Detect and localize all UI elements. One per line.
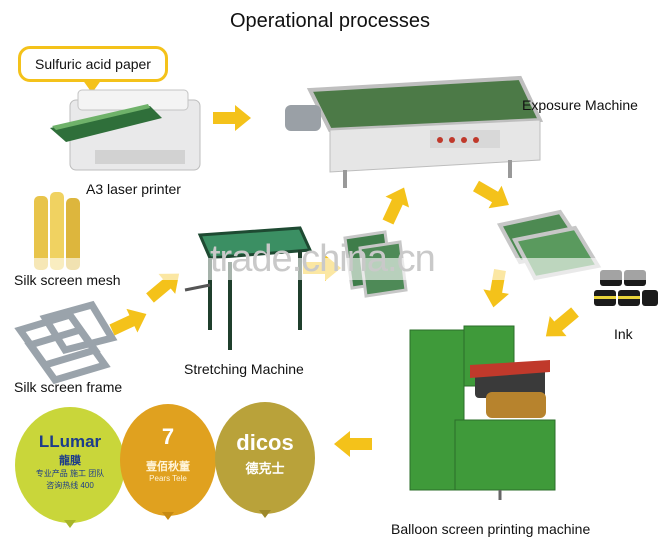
balloon-dicos-brand: dicos	[236, 430, 294, 455]
silk-screen-frame-image	[14, 300, 118, 385]
label-silk-screen-mesh: Silk screen mesh	[14, 272, 121, 288]
balloon-seven-image	[120, 404, 216, 520]
stretching-machine-image	[184, 226, 313, 350]
arrow-exposure-to-exposed-screens	[469, 174, 516, 217]
balloon-seven-brand-cn: 壹佰秋董	[146, 461, 190, 473]
exposure-machine-image	[285, 75, 544, 188]
arrow-screens-to-exposure	[376, 182, 416, 228]
watermark-text: trade.china.cn	[210, 238, 436, 280]
label-balloon-screen-printing-machine: Balloon screen printing machine	[391, 521, 591, 537]
balloon-llumar-brand: LLumar	[38, 432, 102, 451]
label-exposure-machine: Exposure Machine	[522, 97, 638, 113]
balloon-seven-brand: 7	[161, 424, 175, 449]
balloon-llumar-line2: 咨询热线 400	[46, 481, 94, 490]
arrow-machine-to-balloons	[334, 431, 372, 457]
silk-screen-mesh-image	[34, 192, 80, 270]
balloon-llumar-image	[15, 407, 125, 528]
label-a3-laser-printer: A3 laser printer	[86, 181, 181, 197]
laser-printer-image	[50, 89, 201, 171]
arrow-ink-to-machine	[537, 302, 584, 347]
label-stretching-machine: Stretching Machine	[184, 361, 304, 377]
label-silk-screen-frame: Silk screen frame	[14, 379, 123, 395]
page-title: Operational processes	[229, 10, 431, 32]
balloon-dicos-image	[215, 402, 315, 518]
balloon-printing-machine-image	[409, 325, 556, 500]
arrow-printer-to-exposure	[213, 105, 251, 131]
balloon-llumar-line1: 专业产品 施工 团队	[35, 469, 105, 478]
balloon-seven-line1: Pears Tele	[149, 474, 187, 483]
watermark-band	[0, 258, 660, 280]
balloon-dicos-brand-cn: 德克士	[245, 461, 285, 476]
label-ink: Ink	[614, 326, 633, 342]
balloon-llumar-brand-cn: 龍膜	[59, 455, 81, 467]
